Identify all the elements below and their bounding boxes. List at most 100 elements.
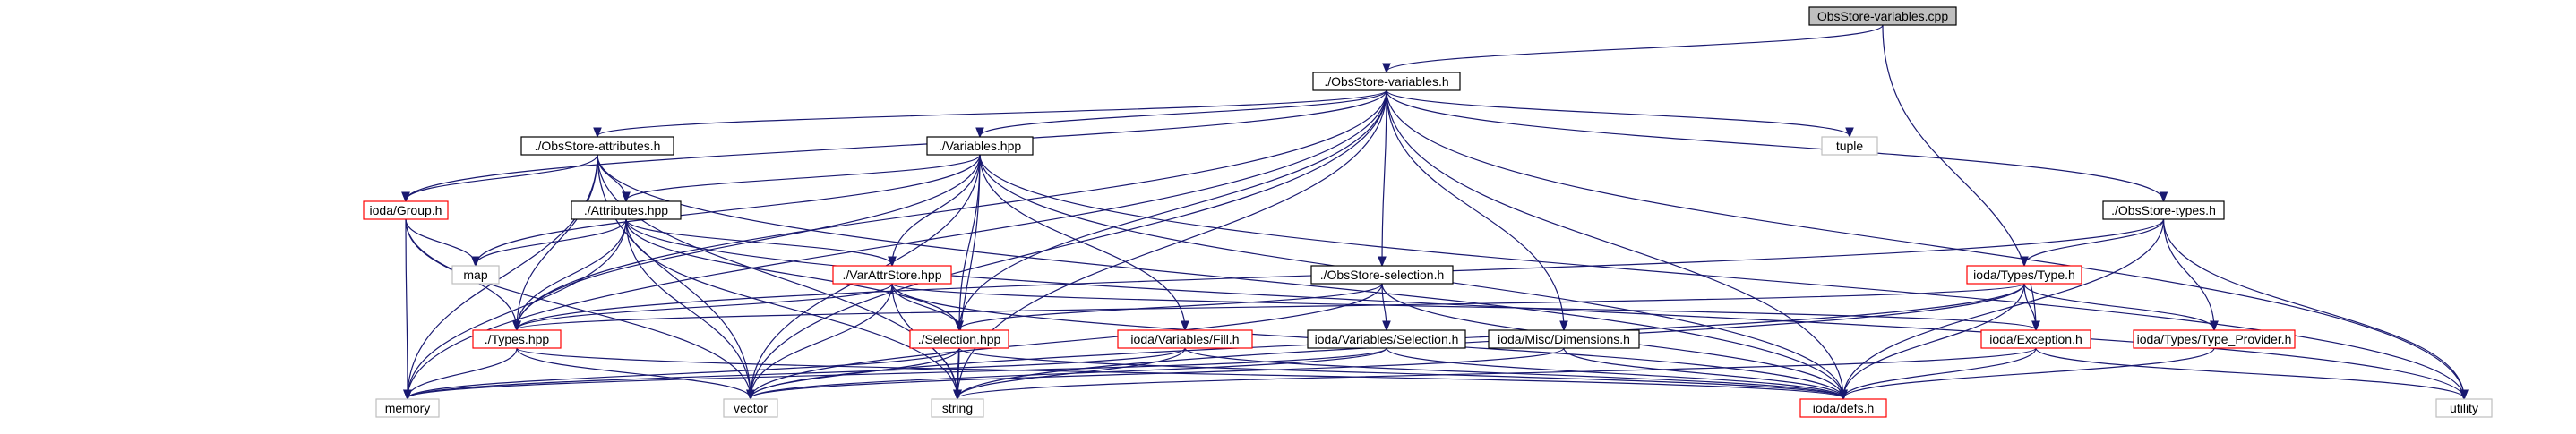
edge-types_h-to-defs_h (1843, 218, 2165, 398)
edge-varsel_h-to-vector (751, 347, 1387, 398)
edge-attrs_h-to-group_h (406, 154, 598, 200)
node-type-h[interactable]: ioda/Types/Type.h (1966, 265, 2082, 285)
node-selection-h[interactable]: ./ObsStore-selection.h (1310, 265, 1454, 285)
node-box[interactable] (1117, 329, 1253, 349)
edge-types_hpp-to-vector (516, 347, 751, 398)
node-selection-hpp[interactable]: ./Selection.hpp (909, 329, 1009, 349)
edge-selection_hpp-to-defs_h (958, 347, 1843, 398)
edge-vars_h-to-dims_h (1386, 89, 1564, 329)
node-box[interactable] (375, 398, 440, 418)
node-box[interactable] (1966, 265, 2082, 285)
node-box[interactable] (1312, 72, 1461, 91)
node-box[interactable] (832, 265, 952, 285)
edge-exception_h-to-string (957, 347, 2037, 398)
edge-attrs_h-to-memory (408, 154, 598, 398)
edge-exception_h-to-utility (2035, 347, 2464, 398)
edge-variables_hpp-to-utility (979, 154, 2464, 398)
node-box[interactable] (723, 398, 778, 418)
edge-variables_hpp-to-attributes_hpp (626, 154, 981, 200)
node-box[interactable] (1980, 329, 2091, 349)
node-types-h[interactable]: ./ObsStore-types.h (2102, 200, 2225, 220)
node-typeprov-h[interactable]: ioda/Types/Type_Provider.h (2133, 329, 2296, 349)
node-label: utility (2450, 401, 2478, 415)
node-label: ioda/Group.h (370, 203, 442, 217)
node-box[interactable] (1488, 329, 1640, 349)
node-label: tuple (1836, 139, 1864, 153)
edge-dims_h-to-defs_h (1563, 347, 1843, 398)
node-box[interactable] (1808, 6, 1957, 26)
node-box[interactable] (520, 136, 674, 156)
node-box[interactable] (926, 136, 1034, 156)
node-vector[interactable]: vector (723, 398, 778, 418)
edge-vars_h-to-defs_h (1386, 89, 1843, 398)
edge-variables_hpp-to-types_hpp (517, 154, 981, 329)
edge-attributes_hpp-to-utility (625, 218, 2464, 398)
node-string[interactable]: string (931, 398, 984, 418)
edge-vars_h-to-selection_h (1382, 89, 1387, 265)
edge-types_h-to-utility (2162, 218, 2465, 398)
node-label: ./VarAttrStore.hpp (842, 268, 941, 282)
node-box[interactable] (909, 329, 1009, 349)
node-label: ObsStore-variables.cpp (1817, 9, 1949, 23)
node-types-hpp[interactable]: ./Types.hpp (472, 329, 562, 349)
node-box[interactable] (363, 200, 449, 220)
edge-vars_h-to-selection_hpp (959, 89, 1387, 329)
edge-group_h-to-map (405, 218, 476, 265)
edge-varattr_hpp-to-exception_h (891, 283, 2036, 329)
node-vars-h[interactable]: ./ObsStore-variables.h (1312, 72, 1461, 91)
edge-vars_h-to-attrs_h (597, 89, 1387, 136)
edge-types_h-to-typeprov_h (2162, 218, 2215, 329)
node-attrs-h[interactable]: ./ObsStore-attributes.h (520, 136, 674, 156)
node-box[interactable] (1799, 398, 1887, 418)
node-attributes-hpp[interactable]: ./Attributes.hpp (571, 200, 682, 220)
node-dims-h[interactable]: ioda/Misc/Dimensions.h (1488, 329, 1640, 349)
edge-vars_h-to-variables_hpp (980, 89, 1387, 136)
edge-vars_h-to-group_h (406, 89, 1387, 200)
edge-attributes_hpp-to-varattr_hpp (625, 218, 892, 265)
node-label: ./ObsStore-types.h (2111, 203, 2216, 217)
node-box[interactable] (472, 329, 562, 349)
edge-varattr_hpp-to-types_hpp (517, 283, 893, 329)
node-map[interactable]: map (451, 265, 500, 285)
edge-vars_h-to-types_h (1386, 89, 2164, 200)
node-defs-h[interactable]: ioda/defs.h (1799, 398, 1887, 418)
node-label: ioda/Misc/Dimensions.h (1498, 332, 1630, 346)
node-box[interactable] (1307, 329, 1466, 349)
edge-attributes_hpp-to-memory (408, 218, 627, 398)
edge-fill_h-to-memory (408, 347, 1186, 398)
edges-layer (405, 24, 2465, 398)
node-label: vector (734, 401, 768, 415)
node-box[interactable] (2133, 329, 2296, 349)
edge-type_h-to-defs_h (1843, 283, 2025, 398)
edge-attributes_hpp-to-string (625, 218, 957, 398)
node-fill-h[interactable]: ioda/Variables/Fill.h (1117, 329, 1253, 349)
node-variables-hpp[interactable]: ./Variables.hpp (926, 136, 1034, 156)
node-root[interactable]: ObsStore-variables.cpp (1808, 6, 1957, 26)
node-box[interactable] (931, 398, 984, 418)
node-group-h[interactable]: ioda/Group.h (363, 200, 449, 220)
edge-variables_hpp-to-selection_hpp (959, 154, 981, 329)
node-box[interactable] (2102, 200, 2225, 220)
node-tuple[interactable]: tuple (1821, 136, 1878, 156)
node-label: ./Variables.hpp (939, 139, 1022, 153)
node-varsel-h[interactable]: ioda/Variables/Selection.h (1307, 329, 1466, 349)
node-label: ./ObsStore-selection.h (1320, 268, 1445, 282)
node-label: ioda/Exception.h (1989, 332, 2082, 346)
node-box[interactable] (1310, 265, 1454, 285)
node-box[interactable] (1821, 136, 1878, 156)
node-box[interactable] (451, 265, 500, 285)
edge-attributes_hpp-to-map (476, 218, 627, 265)
edge-attributes_hpp-to-types_hpp (517, 218, 627, 329)
node-exception-h[interactable]: ioda/Exception.h (1980, 329, 2091, 349)
node-label: ioda/Types/Type_Provider.h (2137, 332, 2292, 346)
node-varattr-hpp[interactable]: ./VarAttrStore.hpp (832, 265, 952, 285)
node-label: ioda/Variables/Selection.h (1315, 332, 1459, 346)
node-box[interactable] (571, 200, 682, 220)
edge-selection_h-to-selection_hpp (959, 283, 1383, 329)
node-box[interactable] (2435, 398, 2493, 418)
node-label: string (942, 401, 973, 415)
edge-attributes_hpp-to-vector (625, 218, 751, 398)
node-memory[interactable]: memory (375, 398, 440, 418)
node-utility[interactable]: utility (2435, 398, 2493, 418)
